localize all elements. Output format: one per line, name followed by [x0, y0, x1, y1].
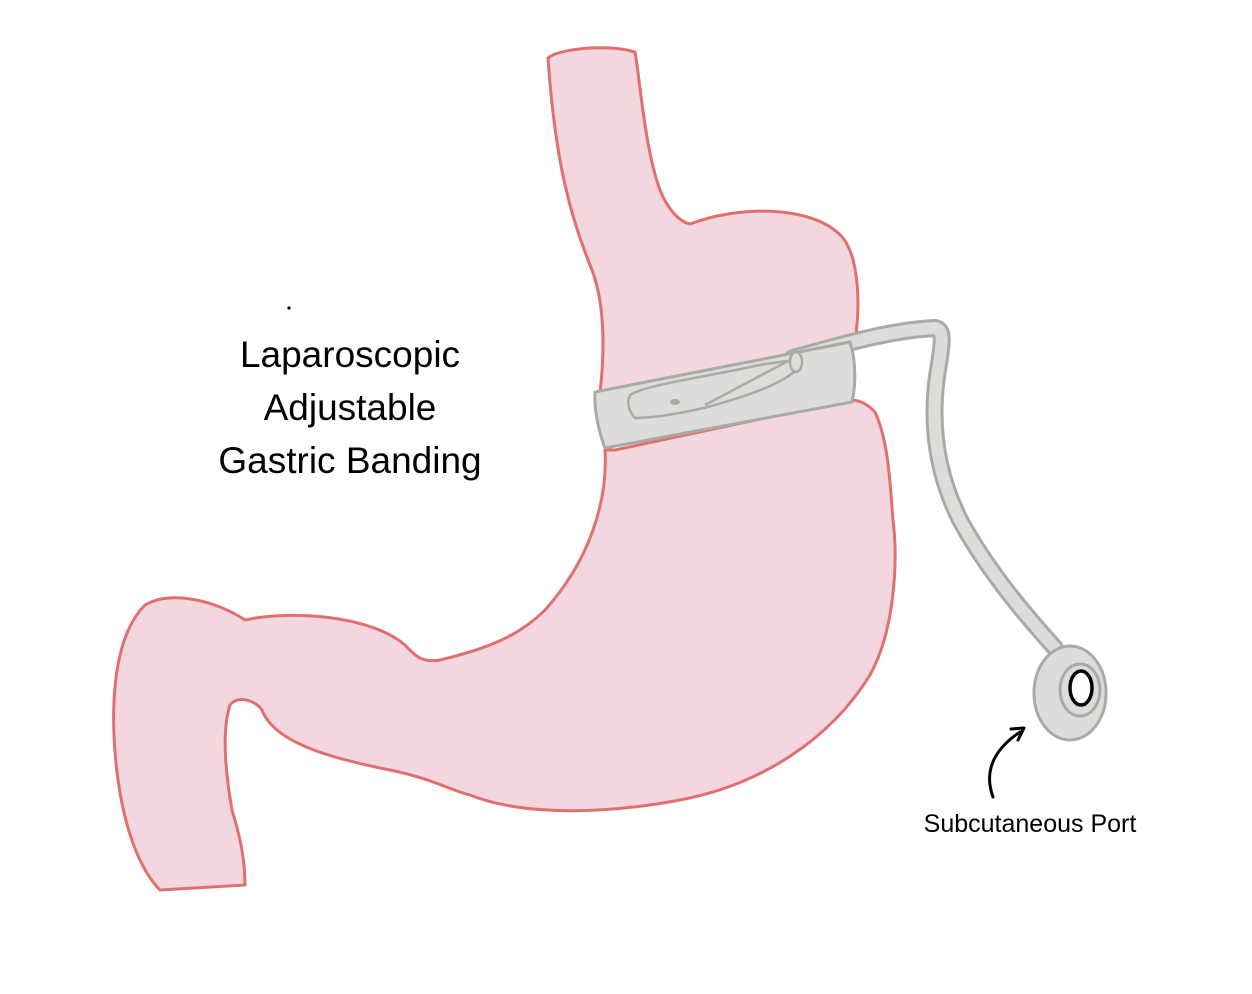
port-label: Subcutaneous Port [923, 810, 1137, 838]
curved-arrow-icon [988, 730, 1022, 799]
title-line-2: Adjustable [263, 387, 437, 428]
curved-arrow-head [1009, 726, 1026, 742]
port-septum [1068, 669, 1094, 707]
title-line-1: Laparoscopic [239, 334, 461, 375]
stomach-lower [112, 398, 897, 892]
diagram-title: Laparoscopic Adjustable Gastric Banding [150, 328, 550, 487]
band-dot [670, 399, 680, 405]
title-line-3: Gastric Banding [218, 440, 482, 481]
band-clip [788, 350, 804, 374]
stray-dot [287, 306, 291, 310]
band-buckle [627, 359, 802, 420]
band-buckle-line [704, 358, 791, 407]
connection-tube-inner [787, 322, 1061, 654]
stomach-upper [546, 46, 860, 394]
